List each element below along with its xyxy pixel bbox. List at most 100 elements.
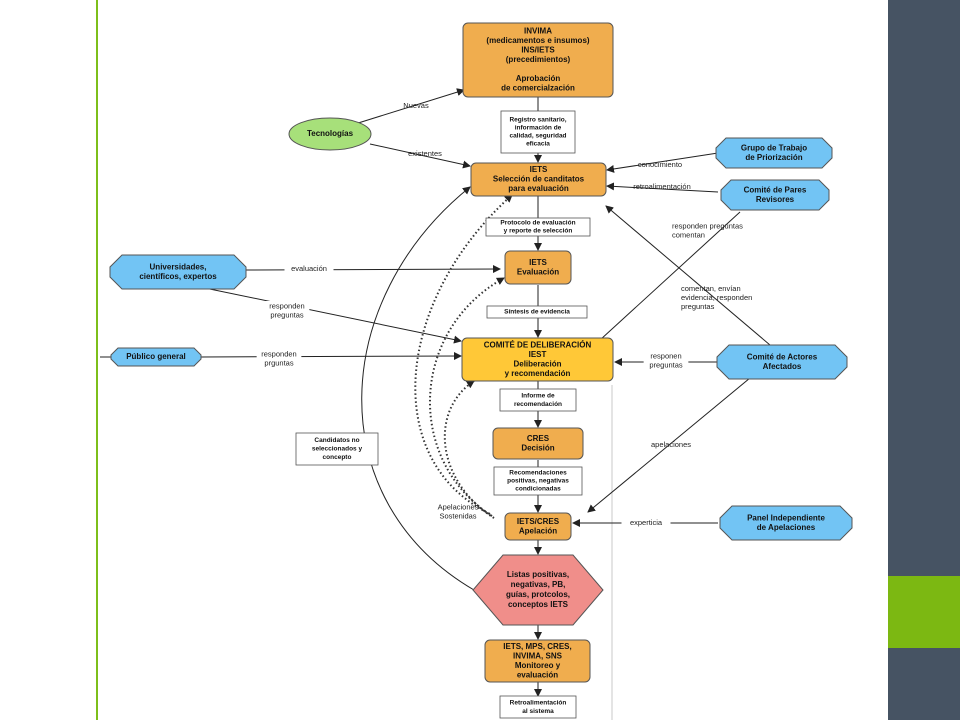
connector-grupo-seleccion <box>606 152 719 173</box>
responden_preguntas_uni-line: responden <box>269 301 304 310</box>
panel-line: Panel Independiente <box>747 513 825 522</box>
actor-tecnologias: Tecnologías <box>288 117 372 151</box>
registro-line: información de <box>515 125 562 132</box>
cres-line: CRES <box>527 434 550 443</box>
protocolo-line: y reporte de selección <box>504 228 573 235</box>
responden_preguntas_uni-line: preguntas <box>270 310 304 319</box>
actores-line: Comité de Actores <box>747 352 818 361</box>
label-apelaciones: apelaciones <box>651 440 691 449</box>
invima-line: (precedimientos) <box>506 55 571 64</box>
seleccion-line: IETS <box>530 165 548 174</box>
comentan_envian-line: preguntas <box>681 302 715 311</box>
connector-comite-pares <box>599 211 741 341</box>
responen_preguntas-line: preguntas <box>649 360 683 369</box>
connector-actores-seleccion <box>605 205 771 346</box>
label-existentes: existentes <box>408 149 442 158</box>
pares-line: Revisores <box>756 195 795 204</box>
evaluacion-line: IETS <box>529 258 547 267</box>
sintesis-line: Síntesis de evidencia <box>504 309 570 316</box>
existentes-line: existentes <box>408 149 442 158</box>
seleccion-line: para evaluación <box>508 184 569 193</box>
comentan_envian-line: comentan, envían <box>681 284 741 293</box>
process-box-invima: INVIMA(medicamentos e insumos)INS/IETS(p… <box>462 22 614 98</box>
seleccion-line: Selección de canditatos <box>493 175 585 184</box>
connector-universidades-comite <box>199 286 462 344</box>
connector-publico-comite <box>199 352 462 361</box>
comite-line: COMITÉ DE DELIBERACIÓN <box>484 340 592 349</box>
responen_preguntas-line: responen <box>650 351 681 360</box>
main-flow-connectors <box>100 88 771 697</box>
listas-line: Listas positivas, <box>507 570 569 579</box>
registro-line: Registro sanitario, <box>509 117 566 124</box>
responden_comentan-line: responden preguntas <box>672 221 743 230</box>
connector-actores-apelacion <box>587 377 751 513</box>
experticia-line: experticia <box>630 518 663 527</box>
connector-tecnologias-seleccion <box>369 143 471 169</box>
apelaciones_sostenidas-line: Sostenidas <box>439 511 476 520</box>
label-retroalimentacion: retroalimentación <box>633 182 691 191</box>
accent-square <box>888 576 960 648</box>
invima-line: (medicamentos e insumos) <box>486 36 589 45</box>
actores-line: Afectados <box>763 362 802 371</box>
dotted-arc-to-seleccion <box>414 194 513 515</box>
left-border-line <box>96 0 98 720</box>
universidades-line: Universidades, <box>150 262 207 271</box>
universidades-line: científicos, expertos <box>139 272 217 281</box>
dotted-arc-to-comite <box>443 380 495 519</box>
label-evaluacion: evaluación <box>284 263 334 275</box>
candidatos-line: concepto <box>323 454 352 461</box>
label-experticia: experticia <box>621 517 671 529</box>
monitoreo-line: Monitoreo y <box>515 661 561 670</box>
publico-line: Público general <box>126 352 186 361</box>
process-box-comite: COMITÉ DE DELIBERACIÓNIESTDeliberacióny … <box>461 337 614 382</box>
nuevas-line: Nuevas <box>403 101 429 110</box>
note-sintesis: Síntesis de evidencia <box>486 305 588 319</box>
apelaciones-line: apelaciones <box>651 440 691 449</box>
monitoreo-line: INVIMA, SNS <box>513 651 563 660</box>
evaluacion-line: evaluación <box>291 264 327 273</box>
retro-line: Retroalimentación <box>510 699 567 706</box>
listas-line: guías, protcolos, <box>506 590 570 599</box>
retroalimentacion-line: retroalimentación <box>633 182 691 191</box>
invima-line: INS/IETS <box>521 46 555 55</box>
grupo-line: Grupo de Trabajo <box>741 143 807 152</box>
tecnologias-line: Tecnologías <box>307 129 354 138</box>
recomendaciones-line: condicionadas <box>515 486 561 493</box>
cres-line: Decisión <box>521 443 554 452</box>
invima-line: INVIMA <box>524 27 552 36</box>
invima-line: de comercialzación <box>501 84 575 93</box>
connector-pares-seleccion <box>606 182 719 193</box>
note-registro: Registro sanitario,información decalidad… <box>500 110 576 154</box>
responden_prguntas-line: responden <box>261 349 296 358</box>
connector-listas-seleccion-arc <box>361 186 475 591</box>
note-retro: Retroalimentación al sistema <box>499 695 577 719</box>
apelacion-line: IETS/CRES <box>517 517 560 526</box>
connector-tecnologias-invima <box>354 88 465 125</box>
listas-line: conceptos IETS <box>508 600 569 609</box>
monitoreo-line: evaluación <box>517 670 558 679</box>
comite-line: IEST <box>529 350 547 359</box>
responden_comentan-line: comentan <box>672 230 705 239</box>
informe-line: recomendación <box>514 401 562 408</box>
recomendaciones-line: Recomendaciones <box>509 470 567 477</box>
retro-line: al sistema <box>522 708 554 715</box>
panel-line: de Apelaciones <box>757 523 816 532</box>
protocolo-line: Protocolo de evaluación <box>500 220 575 227</box>
recomendaciones-line: positivas, negativas <box>507 478 569 485</box>
responden_prguntas-line: prguntas <box>264 358 293 367</box>
